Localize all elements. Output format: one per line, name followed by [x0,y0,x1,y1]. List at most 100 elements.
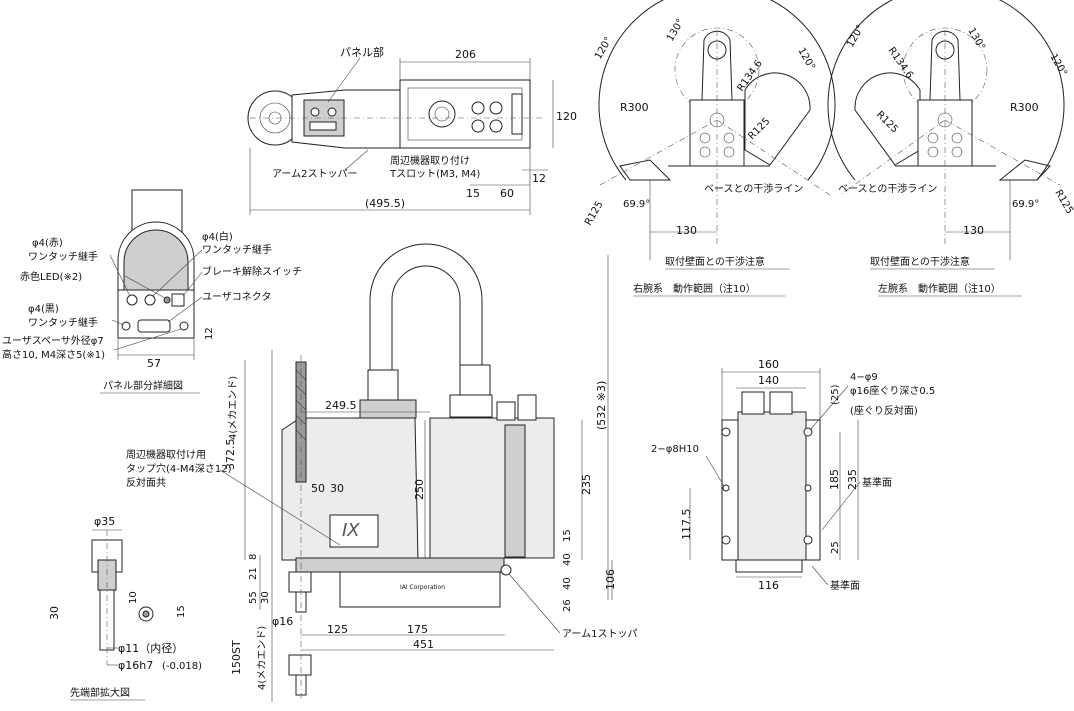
right-r300-arc [598,0,836,181]
phi16h7: φ16h7 [118,659,153,672]
mech-end-bottom: 4(メカエンド) [256,626,268,690]
fitting-red [126,294,138,306]
dim-12-panel: 12 [204,327,215,340]
dim-15-side: 15 [562,529,573,542]
left-wall-note: 取付壁面との干渉注意 [870,255,970,268]
left-angle-120-left: 120° [845,23,867,49]
dim-235-base: 235 [846,469,859,490]
panel-detail: 57 12 φ4(赤) ワンタッチ継手 赤色LED(※2) φ4(黒) ワンタッ… [2,189,302,394]
panel-fitting-2 [327,107,337,117]
hose-clamp-left [367,369,399,401]
peripheral-mount-line2: Tスロット(M3, M4) [389,169,480,180]
left-inner-lobe [854,72,921,166]
base-port-3 [471,119,485,133]
dim-60: 60 [500,187,514,200]
phi4-red-1: φ4(赤) [32,237,63,249]
dim-235: 235 [580,474,593,495]
base-view: 160 140 4−φ9 φ16座ぐり深さ0.5 (座ぐり反対面) (25) 2… [651,358,935,592]
user-connector [137,319,171,333]
phi4-red-2: ワンタッチ継手 [28,250,98,263]
tap-hole-2: タップ穴(4-M4深さ12) [126,462,232,475]
shaft-bottom-flange [288,571,312,593]
tip-detail-title: 先端部拡大図 [70,686,130,699]
dim-30a: 30 [330,482,344,495]
dim-21: 21 [248,567,259,580]
right-inner-lobe [744,72,811,166]
dim-12: 12 [532,172,546,185]
phi4-white-1: φ4(白) [202,230,233,243]
pin-hole-r [804,484,812,492]
base-axis-circle [428,100,456,128]
mech-end-top: 4(メカエンド) [227,376,239,440]
base-cable-channel [504,424,526,558]
dim-30b: 30 [260,591,271,604]
brand-text: IAI Corporation [400,584,445,591]
dim-26: 26 [562,599,573,612]
left-r125-inner: R125 [874,109,900,135]
panel-detail-title: パネル部分詳細図 [103,379,183,392]
dim-532: (532 ※3) [595,381,608,430]
phi35: φ35 [94,515,115,528]
arm1-plate [295,557,505,573]
holes-line3: (座ぐり反対面) [850,404,918,417]
pin-hole-l [722,484,730,492]
right-arm-range: 130 120° 130° 120° R134.6 R300 R125 R125… [583,0,836,297]
tolerance: (-0.018) [162,661,202,672]
dim-55: 55 [248,591,259,604]
panel-arm-ring [123,229,189,291]
phi4-black-2: ワンタッチ継手 [28,316,98,329]
left-interference: ベースとの干渉ライン [838,182,937,195]
mount-hole-bl [721,535,731,545]
peripheral-mount-line1: 周辺機器取り付け [390,154,470,167]
logo-plate [329,514,379,548]
fitting-black [121,321,131,331]
fitting-white [144,294,156,306]
dim-117-5: 117.5 [680,509,693,541]
mount-hole-tl [721,427,731,437]
right-angle-130: 130° [665,17,687,43]
dim-160: 160 [758,358,779,371]
dim-40b: 40 [562,577,573,590]
panel-label: パネル部 [340,45,384,59]
panel-fitting-1 [310,107,320,117]
cable-hose-outer [369,243,483,370]
dim-25a: (25) [830,384,841,405]
base-port-1 [471,101,485,115]
tip-dim-10: 10 [128,591,139,604]
dim-50: 50 [311,482,325,495]
right-interference: ベースとの干渉ライン [704,182,803,195]
arm2-joint-top [359,399,417,419]
arm2-stopper-label: アーム2ストッパー [272,168,357,180]
arm1-stopper-label: アーム1ストッパ [562,628,637,640]
base-body [737,411,807,561]
left-title: 左腕系 動作範囲（注10） [878,282,1001,295]
dim-495-5: (495.5) [365,197,405,210]
cable-hose-inner [391,265,461,370]
red-led-label: 赤色LED(※2) [20,270,82,283]
dim-372-5: 372.5 [224,439,237,471]
base-cable-block [511,93,523,135]
hose-clamp-right [459,364,491,396]
left-arm-range: 130 120° 130° 120° R134.6 R300 R125 R125… [827,0,1074,297]
spacer-line2: 高さ10, M4深さ5(※1) [2,348,105,361]
spacer-line1: ユーザスペーサ外径φ7 [2,334,104,347]
dim-451: 451 [413,638,434,651]
dim-25b: 25 [830,541,841,554]
right-title: 右腕系 動作範囲（注10） [633,282,756,295]
right-angle-120-right: 120° [795,46,817,72]
mount-hole-br [803,535,813,545]
left-r125-outer: R125 [1052,188,1074,216]
tip-detail: φ35 30 10 15 φ11（内径） φ16h7 (-0.018) 先端部拡… [48,515,202,701]
holes-line2: φ16座ぐり深さ0.5 [850,384,935,397]
right-r125-inner: R125 [746,116,772,142]
base-top-cap [449,394,493,418]
dim-175: 175 [407,623,428,636]
arm1-stopper-pin [500,564,512,576]
left-angle-130: 130° [965,26,987,52]
base-port-2 [489,101,503,115]
panel-connector [309,121,337,131]
right-wall-note: 取付壁面との干渉注意 [665,255,765,268]
phi11: φ11（内径） [118,641,183,655]
dim-106: 106 [604,569,617,590]
base-column [429,417,555,559]
